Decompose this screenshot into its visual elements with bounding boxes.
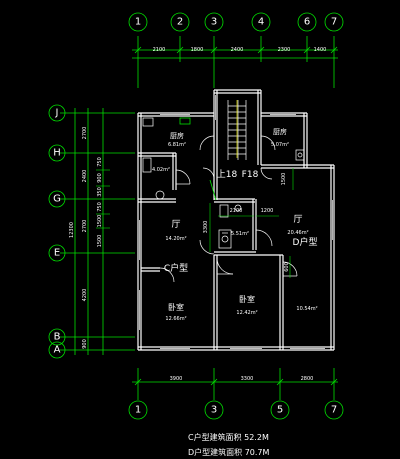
dim-left-inner-2: 900 (97, 173, 103, 183)
grid-top-1: 1 (135, 17, 141, 28)
walls (137, 89, 335, 351)
dim-left-total: 12300 (69, 222, 75, 238)
bedroom-mid-area: 12.42m² (236, 310, 257, 316)
kitchen-left-area: 6.81m² (168, 142, 186, 148)
grid-top-3: 3 (211, 17, 217, 28)
dim-left-inner-5: 1500 (97, 215, 103, 228)
unit-c-label: C户型 (164, 262, 188, 274)
bedroom-mid-name: 卧室 (239, 294, 255, 304)
grid-top-6: 7 (331, 17, 337, 28)
top-grid: 1 2 3 4 6 7 2100 1800 2400 2300 1400 (128, 12, 344, 88)
dim-left-inner-4: 750 (97, 202, 103, 212)
dim-left-outer-3: 2700 (82, 220, 88, 233)
room-right-area: 10.54m² (296, 306, 317, 312)
grid-left-J: J (55, 108, 59, 119)
grid-left-B: B (54, 332, 61, 343)
grid-bottom-1: 1 (135, 405, 141, 416)
dim-inner-3300: 3300 (203, 221, 209, 234)
bath-left-area: 4.02m² (152, 167, 170, 173)
kitchen-right-name: 厨房 (273, 127, 287, 136)
dim-left-outer-1: 2700 (82, 127, 88, 140)
kitchen-right-area: 5.07m² (271, 142, 289, 148)
unit-d-label: D户型 (293, 236, 318, 248)
dim-top-3: 2400 (231, 47, 244, 53)
dim-inner-1500: 1500 (281, 173, 287, 186)
area-c: C户型建筑面积 52.2M (188, 432, 269, 442)
dim-left-inner-6: 1500 (97, 235, 103, 248)
dim-bottom-3: 2800 (301, 376, 314, 382)
grid-bottom-3: 3 (211, 405, 217, 416)
bedroom-left-name: 卧室 (168, 302, 184, 312)
dim-left-outer-4: 4200 (82, 289, 88, 302)
grid-left-E: E (54, 248, 60, 259)
dim-top-5: 1400 (314, 47, 327, 53)
dim-top-1: 2100 (153, 47, 166, 53)
hall-right-name: 厅 (293, 214, 302, 225)
dim-left-outer-2: 2400 (82, 170, 88, 183)
bath-mid-area: 5.51m² (231, 231, 249, 237)
dim-bottom-2: 3300 (241, 376, 254, 382)
bedroom-left-area: 12.66m² (165, 316, 186, 322)
grid-top-2: 2 (177, 17, 183, 28)
dim-inner-1200: 1200 (261, 208, 274, 214)
stair-up: 上18 (217, 169, 238, 180)
kitchen-left-name: 厨房 (170, 131, 184, 140)
area-d: D户型建筑面积 70.7M (188, 447, 270, 457)
left-grid: J H G E B A 12300 2700 2400 2700 4200 90… (48, 104, 135, 359)
bottom-grid: 1 3 5 7 3900 3300 2800 (128, 368, 344, 420)
dim-top-4: 2300 (278, 47, 291, 53)
grid-left-G: G (53, 194, 61, 205)
hall-left-area: 14.20m² (165, 236, 186, 242)
dim-left-outer-5: 900 (82, 339, 88, 349)
dim-inner-600: 600 (284, 262, 290, 272)
grid-left-H: H (53, 148, 61, 159)
grid-left-A: A (54, 345, 61, 356)
dim-bottom-1: 3900 (170, 376, 183, 382)
stair-down: F18 (242, 170, 259, 180)
dim-left-inner-3: 350 (97, 187, 103, 197)
grid-bottom-5: 5 (277, 405, 283, 416)
dim-left-inner-1: 750 (97, 157, 103, 167)
dim-top-2: 1800 (191, 47, 204, 53)
grid-top-5: 6 (304, 17, 310, 28)
grid-top-4: 4 (258, 17, 264, 28)
hall-right-area: 20.46m² (287, 230, 308, 236)
hall-left-name: 厅 (171, 219, 180, 230)
room-labels: 厨房 6.81m² 4.02m² 厨房 5.07m² 上18 F18 厅 14.… (152, 127, 318, 322)
dim-inner-2100: 2100 (230, 208, 243, 214)
grid-bottom-7: 7 (331, 405, 337, 416)
